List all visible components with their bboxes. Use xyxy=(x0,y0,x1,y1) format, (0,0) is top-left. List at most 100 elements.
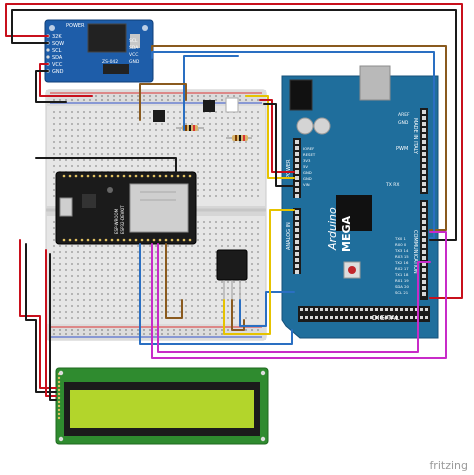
header-pin xyxy=(340,308,343,311)
wire-blue-esp-arduino xyxy=(139,243,293,345)
header-pin xyxy=(295,234,299,238)
wire-blue-rtc-sda xyxy=(151,51,435,239)
breadboard-hole xyxy=(125,269,127,271)
breadboard-hole xyxy=(197,239,199,241)
breadboard-hole xyxy=(119,117,121,119)
header-pin xyxy=(422,134,426,138)
breadboard-hole xyxy=(179,111,181,113)
breadboard-hole xyxy=(83,165,85,167)
breadboard-hole xyxy=(59,281,61,283)
breadboard-hole xyxy=(203,165,205,167)
breadboard-hole xyxy=(119,281,121,283)
breadboard-hole xyxy=(167,281,169,283)
breadboard-hole xyxy=(83,251,85,253)
breadboard-hole xyxy=(245,299,247,301)
breadboard-hole xyxy=(215,333,217,335)
header-pin xyxy=(422,182,426,186)
breadboard-hole xyxy=(125,129,127,131)
breadboard-hole xyxy=(221,299,223,301)
breadboard-hole xyxy=(245,141,247,143)
breadboard-hole xyxy=(155,333,157,335)
breadboard-hole xyxy=(155,159,157,161)
breadboard-hole xyxy=(119,159,121,161)
breadboard-hole xyxy=(83,333,85,335)
breadboard-hole xyxy=(71,275,73,277)
breadboard-hole xyxy=(95,317,97,319)
breadboard-hole xyxy=(83,135,85,137)
header-pin xyxy=(295,182,299,186)
breadboard-hole xyxy=(161,123,163,125)
breadboard-hole xyxy=(143,165,145,167)
breadboard-hole xyxy=(101,329,103,331)
breadboard-hole xyxy=(137,305,139,307)
breadboard-hole xyxy=(203,123,205,125)
breadboard-hole xyxy=(71,123,73,125)
breadboard-hole xyxy=(251,251,253,253)
breadboard-hole xyxy=(113,159,115,161)
breadboard-hole xyxy=(143,141,145,143)
breadboard-hole xyxy=(59,299,61,301)
breadboard-hole xyxy=(83,129,85,131)
breadboard-hole xyxy=(155,311,157,313)
esp32-label-1: ESP-WROOM xyxy=(114,208,119,234)
power-jack xyxy=(289,79,313,111)
header-pin xyxy=(415,308,418,311)
breadboard-hole xyxy=(251,233,253,235)
breadboard-hole xyxy=(107,159,109,161)
breadboard-hole xyxy=(161,165,163,167)
breadboard-hole xyxy=(173,251,175,253)
breadboard-hole xyxy=(251,183,253,185)
breadboard-hole xyxy=(245,111,247,113)
breadboard-hole xyxy=(83,269,85,271)
breadboard-hole xyxy=(137,287,139,289)
breadboard-hole xyxy=(203,221,205,223)
breadboard-hole xyxy=(143,299,145,301)
breadboard-hole xyxy=(101,153,103,155)
header-pin xyxy=(422,122,426,126)
breadboard-hole xyxy=(65,147,67,149)
rtc-pin-right-sda: SDA xyxy=(129,45,139,51)
breadboard-hole xyxy=(197,263,199,265)
breadboard-hole xyxy=(203,287,205,289)
breadboard-hole xyxy=(53,329,55,331)
breadboard-hole xyxy=(125,117,127,119)
breadboard-hole xyxy=(119,257,121,259)
breadboard-hole xyxy=(53,177,55,179)
breadboard-hole xyxy=(233,141,235,143)
breadboard-hole xyxy=(149,257,151,259)
breadboard-hole xyxy=(113,269,115,271)
arduino-digital-label: DIGITAL xyxy=(372,314,399,322)
breadboard-hole xyxy=(191,245,193,247)
breadboard-hole xyxy=(119,111,121,113)
breadboard-hole xyxy=(71,165,73,167)
esp32-pin xyxy=(146,174,150,178)
breadboard-hole xyxy=(131,257,133,259)
breadboard-hole xyxy=(53,123,55,125)
breadboard-hole xyxy=(113,153,115,155)
header-pin xyxy=(395,308,398,311)
reset-button-cap[interactable] xyxy=(348,266,356,274)
breadboard-hole xyxy=(257,147,259,149)
breadboard-hole xyxy=(107,99,109,101)
breadboard-hole xyxy=(191,95,193,97)
breadboard-hole xyxy=(77,299,79,301)
breadboard-hole xyxy=(161,99,163,101)
breadboard-hole xyxy=(257,245,259,247)
breadboard-hole xyxy=(101,245,103,247)
breadboard-hole xyxy=(107,317,109,319)
breadboard-hole xyxy=(107,257,109,259)
breadboard-hole xyxy=(203,117,205,119)
lcd-screen xyxy=(70,390,254,428)
breadboard-hole xyxy=(59,333,61,335)
breadboard-hole xyxy=(125,305,127,307)
breadboard-hole xyxy=(89,305,91,307)
breadboard-hole xyxy=(53,165,55,167)
rtc-pin-gnd: GND xyxy=(52,69,64,75)
breadboard-hole xyxy=(221,159,223,161)
breadboard-hole xyxy=(203,275,205,277)
breadboard-hole xyxy=(257,189,259,191)
breadboard-hole xyxy=(149,281,151,283)
breadboard-hole xyxy=(197,233,199,235)
breadboard-hole xyxy=(89,311,91,313)
breadboard-hole xyxy=(125,251,127,253)
